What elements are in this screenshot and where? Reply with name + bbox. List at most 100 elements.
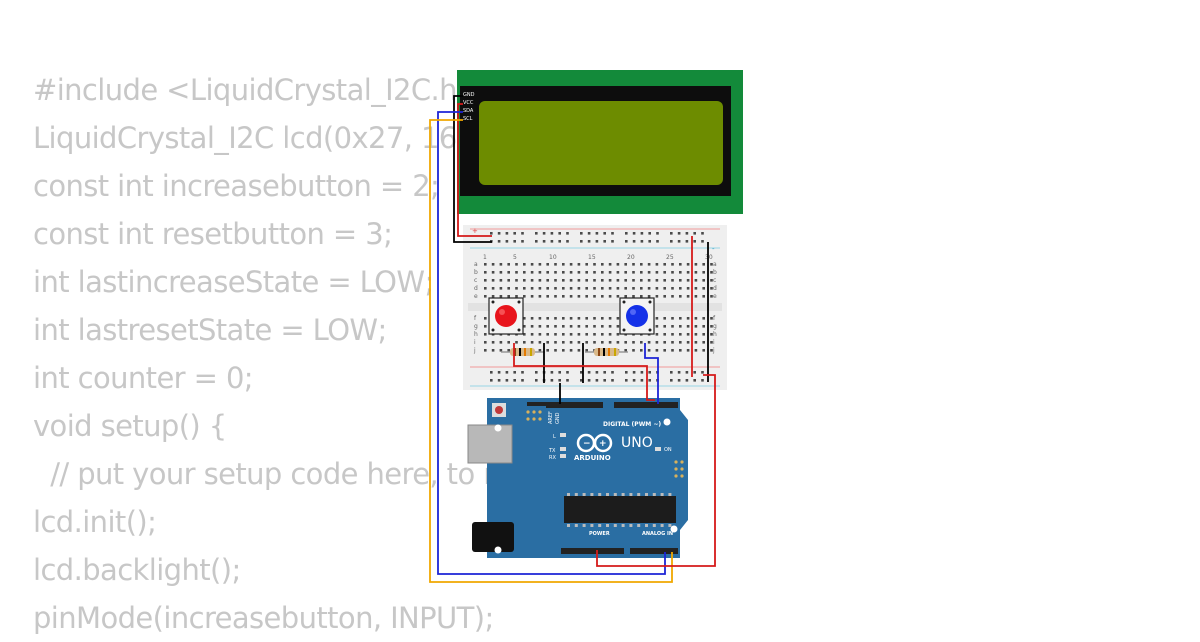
breadboard-hole — [655, 341, 659, 344]
breadboard-hole — [685, 371, 689, 374]
breadboard-hole — [569, 349, 573, 352]
breadboard-hole — [569, 295, 573, 298]
breadboard-hole — [535, 232, 538, 235]
breadboard-hole — [515, 287, 518, 290]
breadboard-hole — [507, 341, 510, 344]
icsp2-pad-1 — [674, 460, 678, 464]
breadboard-hole — [655, 271, 659, 274]
breadboard-hole — [663, 341, 666, 344]
breadboard-hole — [523, 295, 526, 298]
breadboard-hole — [562, 349, 565, 352]
breadboard-hole — [499, 271, 503, 274]
analog-header-strip — [630, 548, 678, 554]
mount-hole-2 — [494, 546, 502, 554]
rail-plus-label: + — [472, 227, 478, 235]
breadboard-hole — [663, 279, 666, 282]
breadboard-hole — [686, 317, 690, 320]
wire-lcd-gnd — [453, 95, 492, 243]
breadboard-hole — [542, 232, 546, 235]
rail-minus-label: - — [712, 245, 715, 253]
breadboard-hole — [513, 240, 516, 243]
chip-pin — [637, 524, 641, 527]
breadboard-hole — [685, 232, 689, 235]
row-letter-i-right: i — [713, 339, 715, 346]
wire-button1-to-d2 — [513, 343, 655, 401]
breadboard-hole — [694, 325, 698, 328]
breadboard-hole — [562, 317, 565, 320]
breadboard-hole — [521, 240, 524, 243]
breadboard-hole — [593, 295, 596, 298]
code-line: lcd.init(); — [33, 505, 157, 539]
breadboard-hole — [530, 333, 534, 336]
resistor-1[interactable] — [501, 348, 545, 356]
breadboard-hole — [686, 287, 690, 290]
breadboard-hole — [679, 349, 682, 352]
breadboard-hole — [585, 271, 588, 274]
row-letter-f: f — [474, 315, 477, 322]
breadboard-hole — [577, 317, 581, 320]
breadboard-hole — [507, 279, 510, 282]
arduino-uno[interactable]: AREF GND DIGITAL (PWM ~) L TX RX − + UNO… — [467, 398, 688, 558]
breadboard-hole — [625, 232, 628, 235]
breadboard-hole — [515, 295, 518, 298]
breadboard-hole — [530, 325, 534, 328]
breadboard-hole — [593, 279, 596, 282]
breadboard-hole — [608, 325, 612, 328]
breadboard-hole — [562, 263, 565, 266]
icsp-pad-2 — [532, 410, 536, 414]
breadboard-hole — [523, 279, 526, 282]
chip-pin — [590, 524, 594, 527]
breadboard-hole — [554, 271, 557, 274]
breadboard-hole — [546, 295, 549, 298]
breadboard-hole — [616, 325, 620, 328]
breadboard-hole — [497, 371, 501, 374]
breadboard-hole — [523, 287, 526, 290]
breadboard-hole — [577, 295, 581, 298]
breadboard-hole — [585, 317, 588, 320]
power-jack — [472, 522, 514, 552]
breadboard-hole — [710, 317, 713, 320]
breadboard-hole — [558, 371, 561, 374]
breadboard-hole — [587, 240, 591, 243]
breadboard-hole — [505, 232, 509, 235]
breadboard-hole — [632, 371, 636, 374]
lcd-module[interactable]: GND VCC SDA SCL — [457, 70, 743, 214]
breadboard-hole — [710, 349, 713, 352]
breadboard-hole — [554, 295, 557, 298]
breadboard-hole — [624, 341, 627, 344]
breadboard-hole — [685, 240, 689, 243]
breadboard-hole — [538, 317, 542, 320]
breadboard-hole — [710, 287, 713, 290]
digital-pwm-label: DIGITAL (PWM ~) — [603, 421, 661, 428]
breadboard-hole — [648, 371, 651, 374]
chip-pin — [590, 493, 594, 496]
resistor-2-band-1 — [598, 348, 600, 356]
breadboard-hole — [710, 333, 713, 336]
reset-button[interactable] — [619, 297, 655, 335]
row-letter-a: a — [474, 261, 478, 268]
chip-pin — [660, 493, 664, 496]
breadboard-hole — [677, 240, 681, 243]
breadboard-hole — [702, 263, 705, 266]
breadboard-hole — [484, 333, 487, 336]
resistor-2[interactable] — [585, 348, 628, 356]
logo-plus: + — [599, 439, 607, 449]
breadboard-hole — [608, 317, 612, 320]
increase-button-corner-tl — [491, 300, 495, 304]
breadboard-hole — [554, 341, 557, 344]
breadboard-hole — [491, 349, 495, 352]
breadboard-hole — [616, 279, 620, 282]
breadboard-hole — [648, 379, 651, 382]
breadboard-hole — [671, 287, 674, 290]
breadboard-hole — [640, 379, 644, 382]
breadboard-hole — [694, 341, 698, 344]
breadboard-hole — [566, 232, 569, 235]
increase-button[interactable] — [488, 297, 524, 335]
breadboard-hole — [491, 295, 495, 298]
chip-pin — [645, 493, 648, 496]
breadboard-hole — [484, 279, 487, 282]
breadboard-hole — [580, 232, 583, 235]
breadboard-hole — [702, 271, 705, 274]
lcd-pins: GND VCC SDA SCL — [463, 92, 475, 122]
increase-button-cap — [495, 305, 517, 327]
